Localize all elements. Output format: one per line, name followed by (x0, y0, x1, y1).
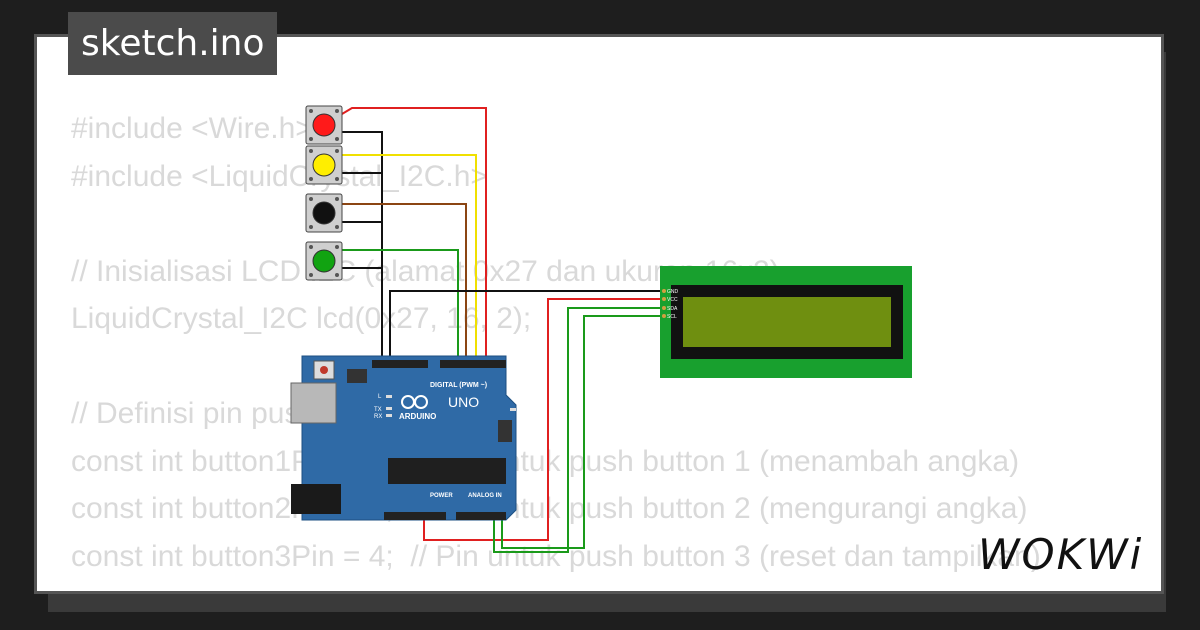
arduino-infinity-icon (401, 395, 428, 409)
wokwi-brand-text: WOKWi (978, 530, 1143, 579)
lcd-pin-scl: SCL (667, 314, 677, 320)
led-label-tx: TX (374, 407, 382, 413)
push-button-black[interactable] (305, 193, 343, 233)
usb-port (290, 382, 337, 424)
analog-header-label: ANALOG IN (468, 493, 502, 499)
wire-lcd-gnd (389, 290, 664, 366)
code-line: const int button4Pin = 5; // Pin untuk p… (71, 580, 1041, 591)
wokwi-logo[interactable]: WOKWi (976, 525, 1152, 581)
atmega-chip (388, 458, 506, 484)
lcd-pin-vcc: VCC (667, 297, 678, 303)
wire-lcd-scl (501, 315, 664, 549)
code-line: LiquidCrystal_I2C lcd(0x27, 16, 2); (71, 302, 532, 335)
power-header-label: POWER (430, 493, 453, 499)
arduino-logo-text: ARDUINO (399, 412, 436, 421)
lcd-1602-i2c[interactable]: GND VCC SDA SCL (660, 266, 912, 378)
digital-header-label: DIGITAL (PWM ~) (430, 382, 487, 389)
wire-green-button (342, 249, 459, 366)
arduino-model: UNO (448, 394, 479, 410)
power-header (384, 512, 446, 520)
push-button-green[interactable] (305, 241, 343, 281)
led-label-rx: RX (374, 414, 382, 420)
on-led-label: ON (519, 408, 528, 414)
wire-red-button-gnd (342, 131, 383, 366)
power-jack (291, 484, 341, 514)
wire-red-button (341, 107, 487, 366)
lcd-pin-sda: SDA (667, 306, 678, 312)
push-button-yellow[interactable] (305, 145, 343, 185)
code-line: #include <Wire.h> (71, 112, 313, 145)
analog-header (456, 512, 506, 520)
icsp-header (347, 369, 367, 383)
project-preview-card[interactable]: #include <Wire.h>#include <LiquidCrystal… (34, 34, 1164, 594)
led-label-l: L (378, 394, 382, 400)
wire-lcd-vcc (423, 298, 664, 541)
wire-lcd-sda (493, 307, 664, 553)
wire-yellow-button (342, 154, 477, 366)
lcd-pin-gnd: GND (667, 289, 679, 295)
digital-header-right (440, 360, 506, 368)
wire-black-button (342, 203, 467, 366)
project-title[interactable]: sketch.ino (68, 12, 278, 75)
code-line: const int button3Pin = 4; // Pin untuk p… (71, 539, 1041, 573)
digital-header-left (372, 360, 428, 368)
push-button-red[interactable] (305, 105, 343, 145)
arduino-uno[interactable]: DIGITAL (PWM ~) UNO ARDUINO ON POWER ANA… (290, 355, 528, 521)
wires (341, 107, 664, 553)
